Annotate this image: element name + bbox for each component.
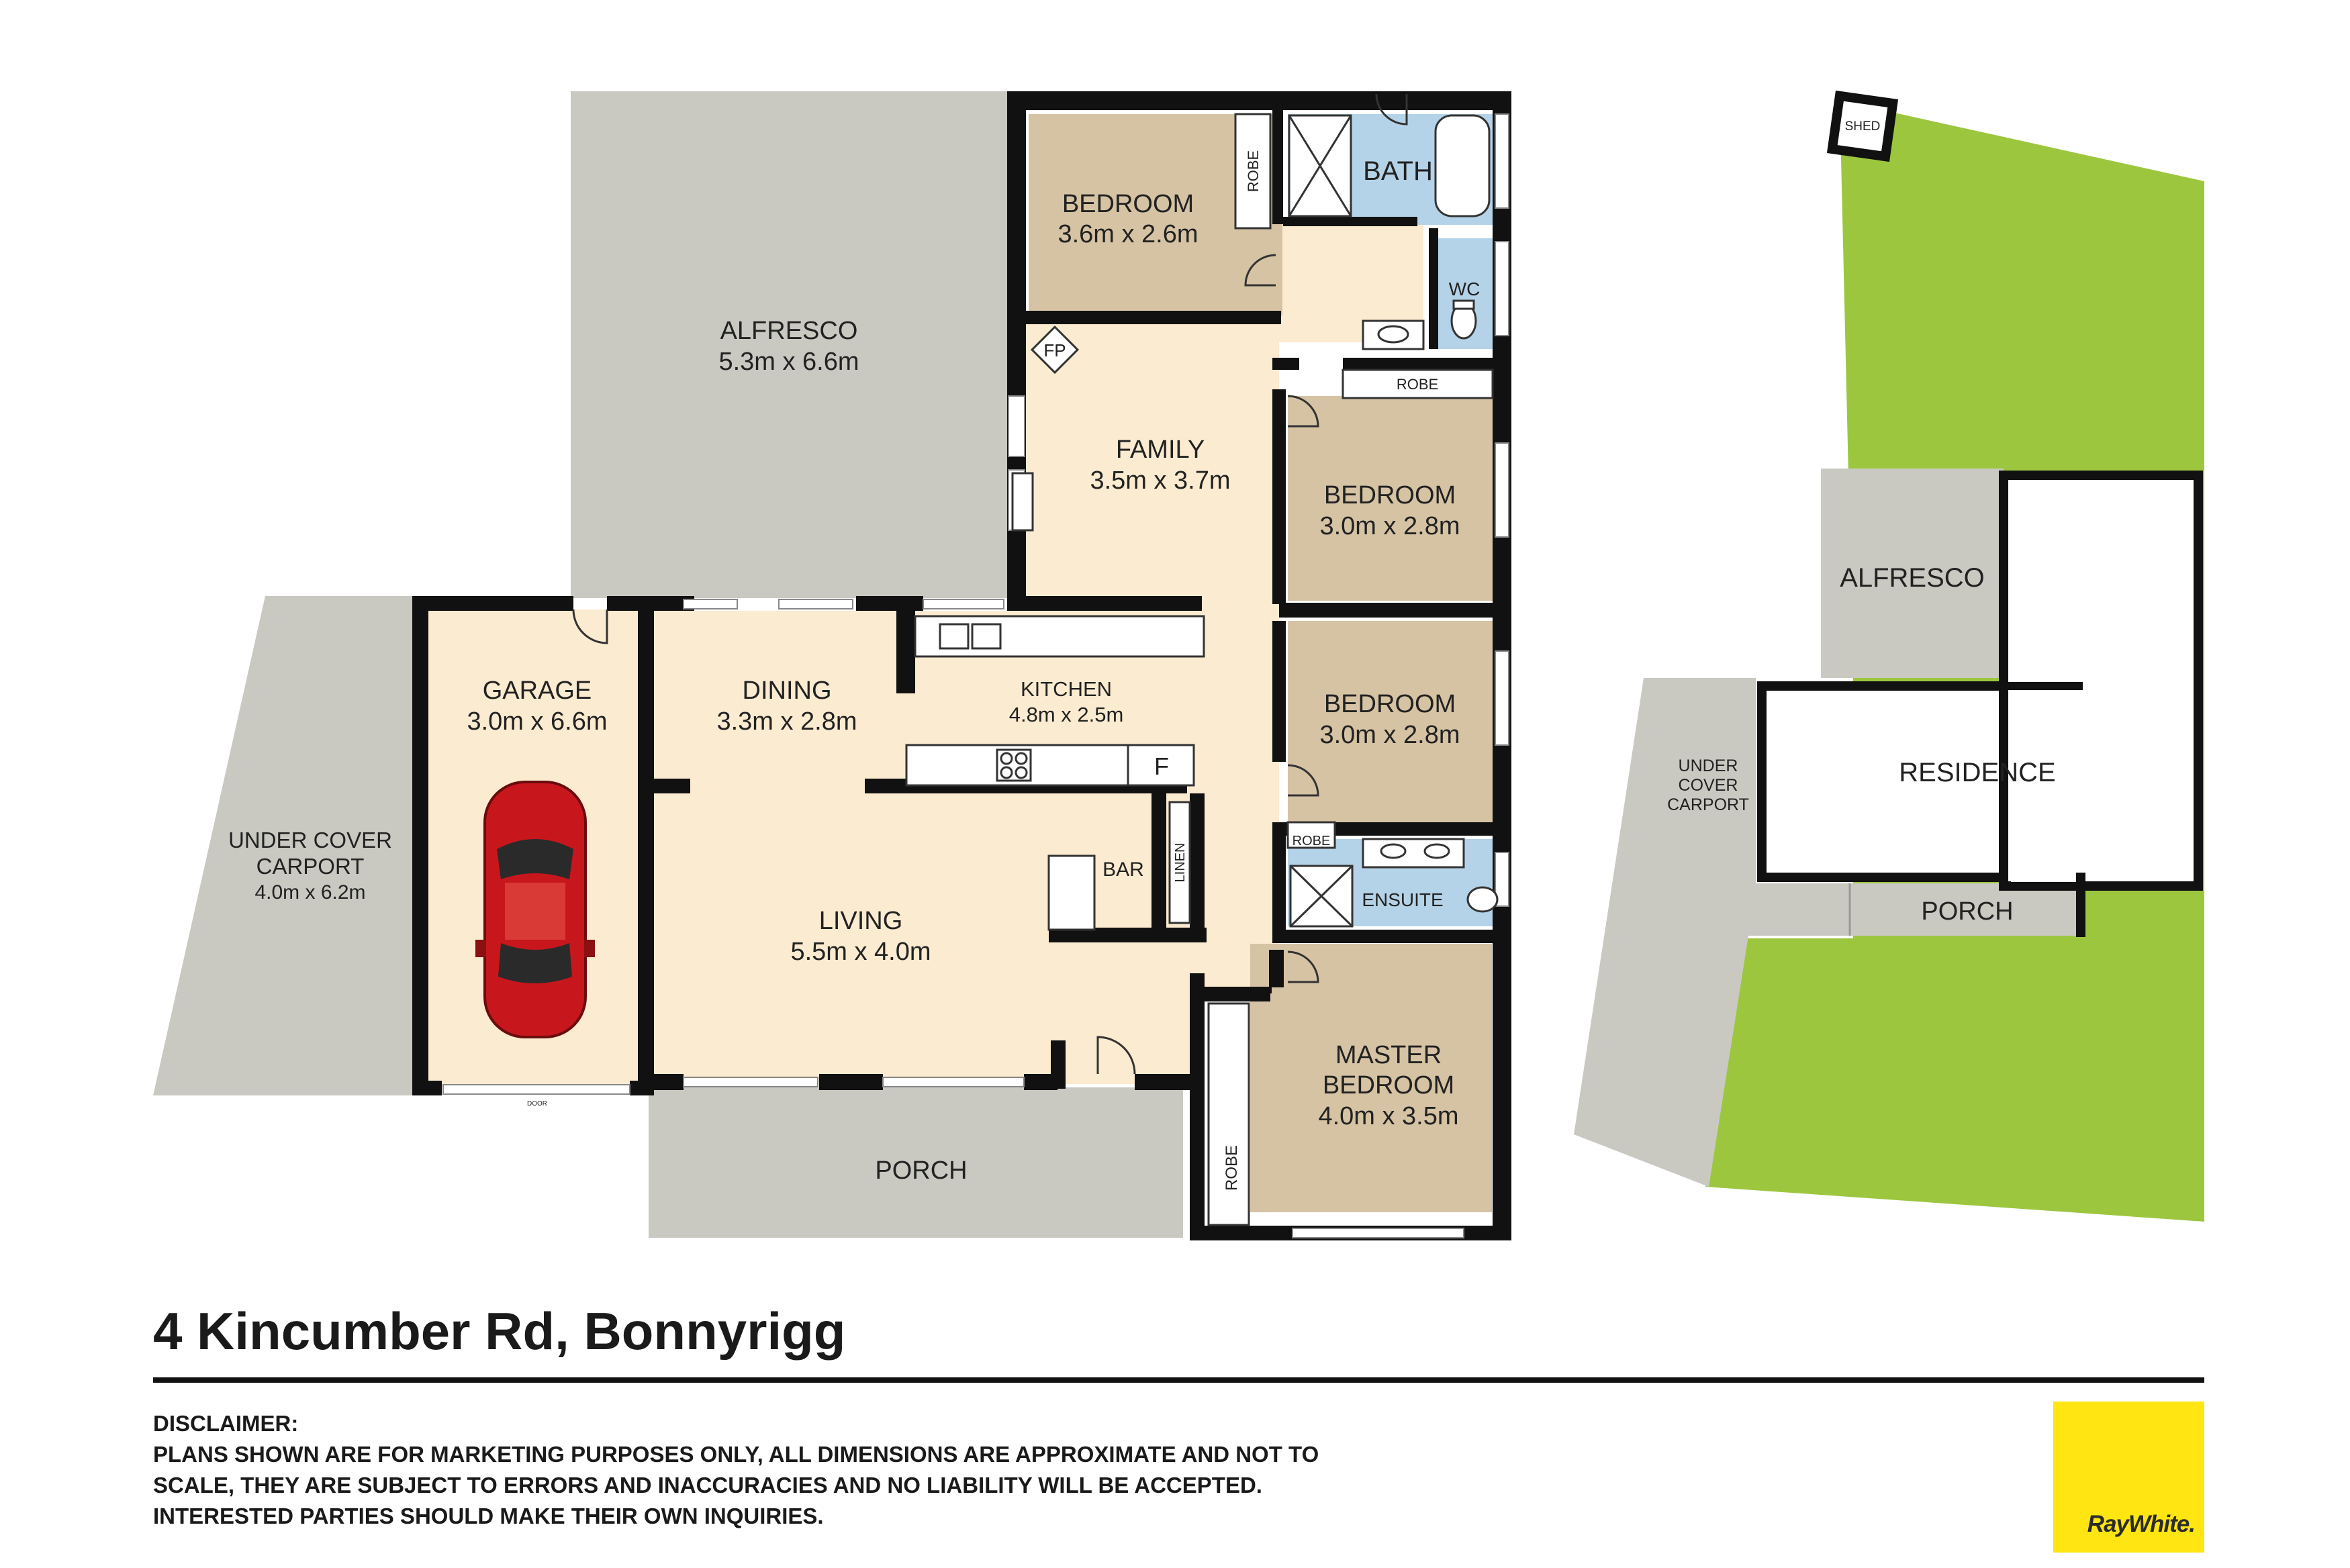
windows (442, 113, 1509, 1238)
disclaimer: DISCLAIMER: PLANS SHOWN ARE FOR MARKETIN… (153, 1408, 1335, 1532)
bath-label: BATH (1363, 156, 1433, 186)
living-label: LIVING (819, 907, 903, 935)
floor-plan: ALFRESCO 5.3m x 6.6m BEDROOM 3.6m x 2.6m… (153, 90, 2204, 1240)
porch-area (649, 1087, 1183, 1238)
kitchen-label: KITCHEN (1021, 677, 1112, 701)
site-carport-line3: CARPORT (1667, 795, 1749, 814)
master-floor (1250, 944, 1492, 1212)
living-dims: 5.5m x 4.0m (790, 938, 931, 966)
dining-dims: 3.3m x 2.8m (716, 707, 857, 736)
dining-label: DINING (743, 677, 832, 705)
bedroom1-dims: 3.6m x 2.6m (1058, 220, 1198, 248)
disclaimer-body: PLANS SHOWN ARE FOR MARKETING PURPOSES O… (153, 1442, 1319, 1528)
fixtures (905, 113, 1499, 1226)
carport-label-line1: UNDER COVER (228, 828, 392, 852)
linen-label: LINEN (1173, 843, 1188, 883)
master-label-line1: MASTER (1335, 1041, 1442, 1069)
robe-label-bedroom2: ROBE (1397, 376, 1438, 393)
fireplace-label: FP (1043, 340, 1066, 360)
site-alfresco-area (1821, 469, 2004, 678)
fridge-label: F (1154, 752, 1169, 780)
bedroom2-dims: 3.0m x 2.8m (1319, 512, 1460, 540)
family-dims: 3.5m x 3.7m (1090, 467, 1230, 495)
divider (153, 1377, 2204, 1383)
family-label: FAMILY (1116, 436, 1205, 464)
alfresco-area (571, 91, 1007, 598)
alfresco-dims: 5.3m x 6.6m (718, 348, 859, 376)
bar-label: BAR (1102, 859, 1144, 881)
car-icon (475, 781, 595, 1038)
carport-label-line2: CARPORT (256, 854, 365, 879)
disclaimer-title: DISCLAIMER: (153, 1411, 299, 1436)
raywhite-logo: RayWhite. (2053, 1402, 2204, 1553)
kitchen-dims: 4.8m x 2.5m (1009, 703, 1124, 726)
site-residence-label: RESIDENCE (1899, 758, 2055, 787)
bedroom3-dims: 3.0m x 2.8m (1319, 721, 1460, 749)
bedroom3-label: BEDROOM (1324, 690, 1456, 718)
site-plan (1574, 90, 2204, 1222)
site-shed (1826, 90, 1899, 162)
site-alfresco-label: ALFRESCO (1840, 563, 1985, 593)
bedroom1-label: BEDROOM (1062, 190, 1194, 218)
site-shed-label: SHED (1845, 119, 1881, 134)
garage-dims: 3.0m x 6.6m (467, 707, 607, 736)
alfresco-label: ALFRESCO (720, 317, 858, 345)
property-address: 4 Kincumber Rd, Bonnyrigg (153, 1302, 846, 1361)
site-porch-area (1574, 883, 2080, 1187)
bedroom2-floor (1288, 396, 1493, 601)
bedroom3-floor (1288, 621, 1493, 822)
logo-text: RayWhite. (2087, 1511, 2196, 1537)
wc-label: WC (1449, 279, 1480, 299)
site-carport-line1: UNDER (1679, 756, 1738, 775)
carport-area (153, 596, 413, 1095)
garage-label: GARAGE (483, 677, 592, 705)
bedroom2-label: BEDROOM (1324, 481, 1456, 509)
doors (572, 93, 1408, 1075)
porch-label: PORCH (875, 1157, 967, 1185)
robe-label-master: ROBE (1223, 1145, 1241, 1191)
master-dims: 4.0m x 3.5m (1318, 1102, 1458, 1130)
site-carport-line2: COVER (1679, 776, 1738, 795)
robe-label-bedroom1: ROBE (1245, 150, 1262, 192)
robe-label-ensuite: ROBE (1292, 834, 1331, 848)
garage-door-label: DOOR (527, 1100, 547, 1108)
master-label-line2: BEDROOM (1323, 1071, 1454, 1099)
site-porch-label: PORCH (1921, 897, 2013, 926)
ensuite-label: ENSUITE (1362, 889, 1443, 910)
carport-dims: 4.0m x 6.2m (254, 881, 365, 903)
